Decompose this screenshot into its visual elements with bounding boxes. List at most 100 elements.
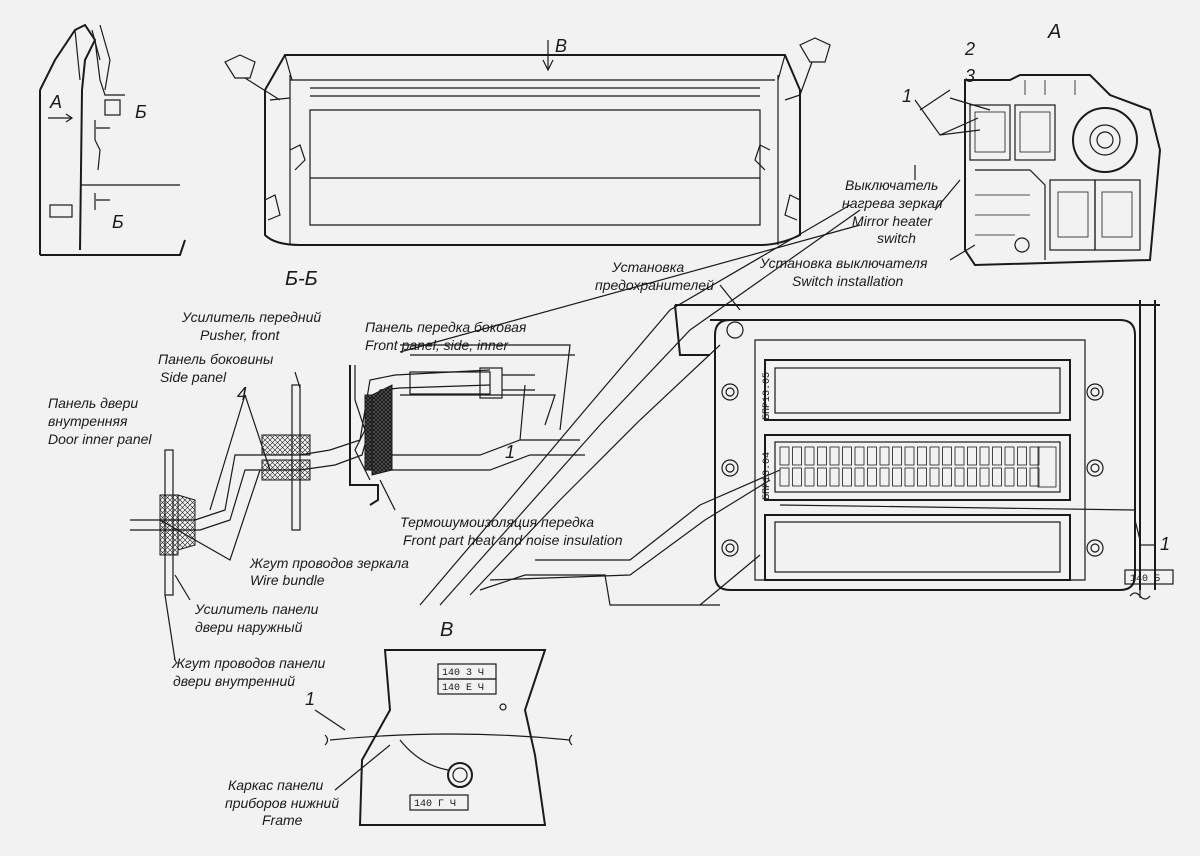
- section-mark-bottom: Б: [112, 212, 124, 232]
- label-mirror-switch-en2: switch: [877, 230, 916, 246]
- label-door-harness-ru1: Жгут проводов панели: [171, 655, 325, 671]
- fuse-cell: [904, 467, 915, 487]
- label-switch-install-en: Switch installation: [792, 273, 903, 289]
- fuse-cell: [854, 467, 865, 487]
- fuse-cell: [792, 467, 802, 487]
- view-v-frame: 140 3 Ч 140 Е Ч 140 Г Ч: [324, 649, 573, 826]
- label-side-panel-en: Side panel: [160, 369, 227, 385]
- fuse-cell: [992, 446, 1002, 466]
- fuse-cell: [779, 467, 790, 487]
- fuse-cell: [1029, 467, 1040, 487]
- tag-140-e: 140 Е Ч: [442, 683, 484, 694]
- fuse-cell: [929, 446, 940, 466]
- view-v-title: В: [440, 619, 453, 641]
- fuse-cell: [854, 446, 865, 466]
- fuse-cell: [879, 467, 890, 487]
- fuse-cell: [979, 467, 990, 487]
- callout-1-fuse: 1: [1160, 534, 1170, 554]
- mirror-front-view: [224, 37, 831, 246]
- section-mark-top: Б: [135, 102, 147, 122]
- callout-4: 4: [237, 384, 247, 404]
- label-door-inner-ru1: Панель двери: [48, 395, 138, 411]
- fuse-cell: [804, 446, 815, 466]
- harness-routing-ribbon: [370, 204, 861, 606]
- fuse-cell: [904, 446, 915, 466]
- tag-140-3: 140 3 Ч: [442, 668, 484, 679]
- fuse-cell: [817, 467, 827, 487]
- fuse-cell: [804, 467, 815, 487]
- fuse-cell: [979, 446, 990, 466]
- label-insulation-ru: Термошумоизоляция передка: [400, 514, 594, 530]
- label-fuse-install-ru2: предохранителей: [595, 277, 714, 293]
- fuse-cell: [954, 467, 965, 487]
- tag-140-b: 140 Б: [1130, 574, 1160, 585]
- fuse-cell: [792, 446, 802, 466]
- fuse-cell: [829, 446, 840, 466]
- fuse-cell: [867, 446, 877, 466]
- fuse-cell: [829, 467, 840, 487]
- fuse-cell: [1017, 446, 1027, 466]
- cab-side-view: [39, 23, 186, 256]
- fuse-cell: [1004, 467, 1015, 487]
- fuse-cell: [917, 467, 927, 487]
- label-frame-ru2: приборов нижний: [225, 795, 339, 811]
- label-wire-bundle-ru: Жгут проводов зеркала: [249, 555, 409, 571]
- view-a-title: A: [1047, 21, 1061, 43]
- label-pusher-ru: Усилитель передний: [181, 309, 321, 325]
- callout-1-panel: 1: [902, 86, 912, 106]
- callout-3: 3: [965, 66, 975, 86]
- label-insulation-en: Front part heat and noise insulation: [403, 532, 623, 548]
- leader-lines: [159, 89, 1155, 791]
- fuse-cell: [992, 467, 1002, 487]
- label-door-reinf-ru2: двери наружный: [195, 619, 303, 635]
- fuse-cell: [892, 446, 902, 466]
- label-door-reinf-ru1: Усилитель панели: [194, 601, 319, 617]
- label-frame-ru1: Каркас панели: [228, 777, 324, 793]
- fuse-cell: [967, 446, 977, 466]
- label-wire-bundle-en: Wire bundle: [250, 572, 325, 588]
- fuse-cell: [942, 446, 952, 466]
- label-mirror-switch-ru2: нагрева зеркал: [842, 195, 943, 211]
- label-mirror-switch-ru1: Выключатель: [845, 177, 938, 193]
- annotations: A A Б Б B Б-Б В 2 3 1 1 1 1 4 Выключател…: [48, 21, 1170, 828]
- view-a-arrow-mark: A: [49, 92, 62, 112]
- fuse-cell: [1004, 446, 1015, 466]
- section-bb-title: Б-Б: [285, 268, 318, 290]
- fuse-cell: [879, 446, 890, 466]
- fuse-cell: [942, 467, 952, 487]
- callout-1-frame: 1: [305, 689, 315, 709]
- label-mirror-switch-en1: Mirror heater: [852, 213, 933, 229]
- label-front-panel-en: Front panel, side, inner: [365, 337, 510, 353]
- fuse-cell: [842, 446, 852, 466]
- label-pusher-en: Pusher, front: [200, 327, 280, 343]
- fuse-block-label-1: БПР13.05: [762, 372, 773, 420]
- fuse-cell: [867, 467, 877, 487]
- label-side-panel-ru: Панель боковины: [158, 351, 274, 367]
- fuse-cell: [954, 446, 965, 466]
- switch-panel-view-a: [964, 74, 1162, 267]
- label-door-harness-ru2: двери внутренний: [173, 673, 295, 689]
- section-bb: [130, 365, 535, 596]
- callout-1-connector: 1: [505, 442, 515, 462]
- label-switch-install-ru: Установка выключателя: [759, 255, 928, 271]
- label-door-inner-ru2: внутренняя: [48, 413, 128, 429]
- label-fuse-install-ru1: Установка: [611, 259, 684, 275]
- fuse-cell: [917, 446, 927, 466]
- label-door-inner-en: Door inner panel: [48, 431, 152, 447]
- label-front-panel-ru: Панель передка боковая: [365, 319, 527, 335]
- tag-140-g: 140 Г Ч: [414, 799, 456, 810]
- callout-2: 2: [964, 39, 975, 59]
- fuse-cell: [817, 446, 827, 466]
- fuse-block-assembly: 140 Б БПР13.05 БПР13.04: [674, 300, 1174, 600]
- fuse-cell: [842, 467, 852, 487]
- view-b-arrow-mark: B: [555, 36, 567, 56]
- label-frame-en: Frame: [262, 812, 303, 828]
- fuse-cells: [779, 446, 1040, 487]
- fuse-cell: [1017, 467, 1027, 487]
- fuse-cell: [967, 467, 977, 487]
- fuse-cell: [892, 467, 902, 487]
- fuse-cell: [1029, 446, 1040, 466]
- fuse-cell: [779, 446, 790, 466]
